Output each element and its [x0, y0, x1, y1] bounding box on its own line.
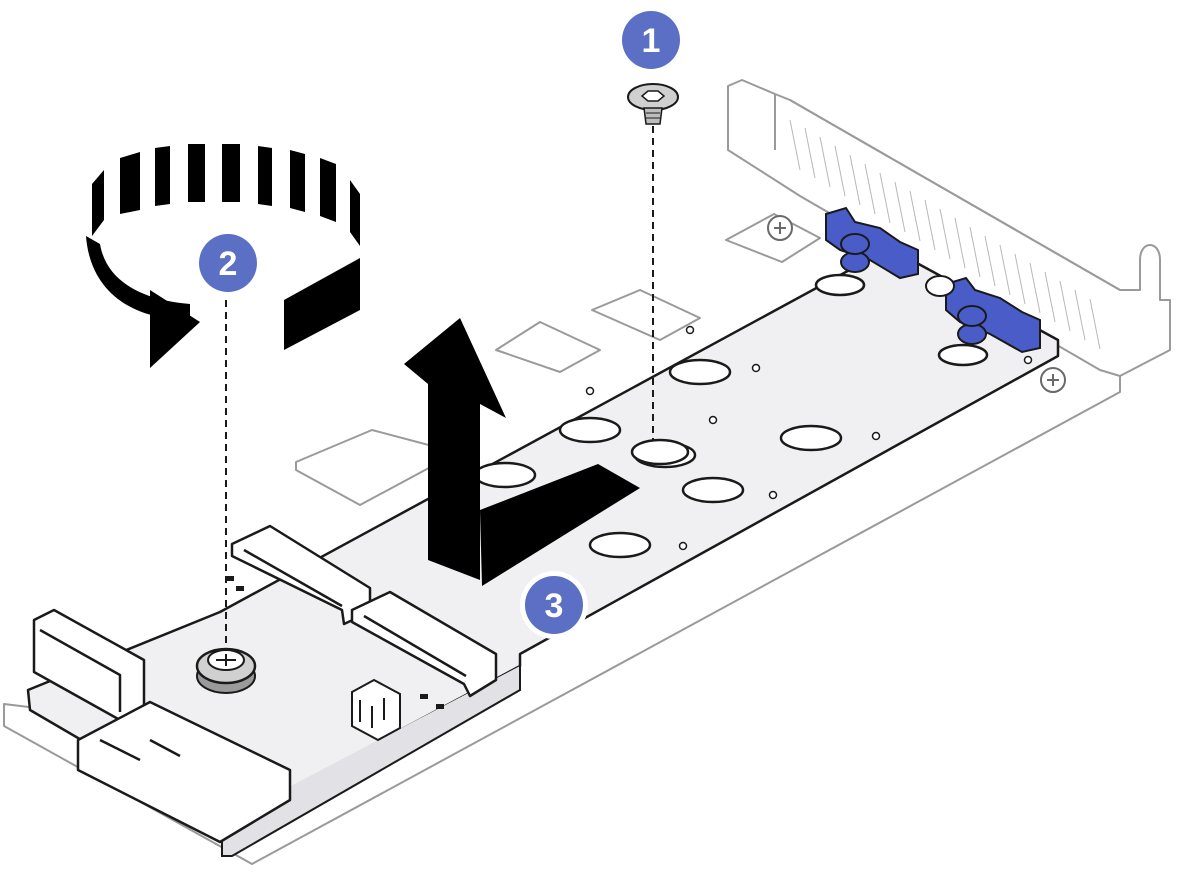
callout-3: 3 — [520, 571, 588, 639]
callout-2: 2 — [194, 229, 262, 297]
callout-3-label: 3 — [545, 587, 564, 625]
screw-icon — [627, 83, 679, 125]
header-pins — [351, 678, 401, 742]
keyhole-slots — [473, 273, 989, 559]
bracket-post-icon — [925, 275, 955, 297]
retention-latch-icon — [825, 206, 1041, 354]
callout-2-label: 2 — [219, 245, 238, 283]
bracket-screw-icon — [767, 215, 1066, 393]
rotate-counterclockwise-icon — [86, 144, 360, 368]
bracket-vent-hatch — [789, 119, 1101, 350]
edge-connector — [32, 608, 292, 844]
callout-1: 1 — [617, 6, 685, 74]
lift-arrow-icon — [404, 318, 640, 586]
standoff-icon — [195, 647, 257, 694]
small-components — [226, 576, 444, 709]
mount-holes — [585, 325, 1033, 551]
screw-hole-icon — [630, 438, 690, 466]
callout-1-label: 1 — [642, 22, 661, 60]
m2-slot-connector — [230, 524, 498, 698]
